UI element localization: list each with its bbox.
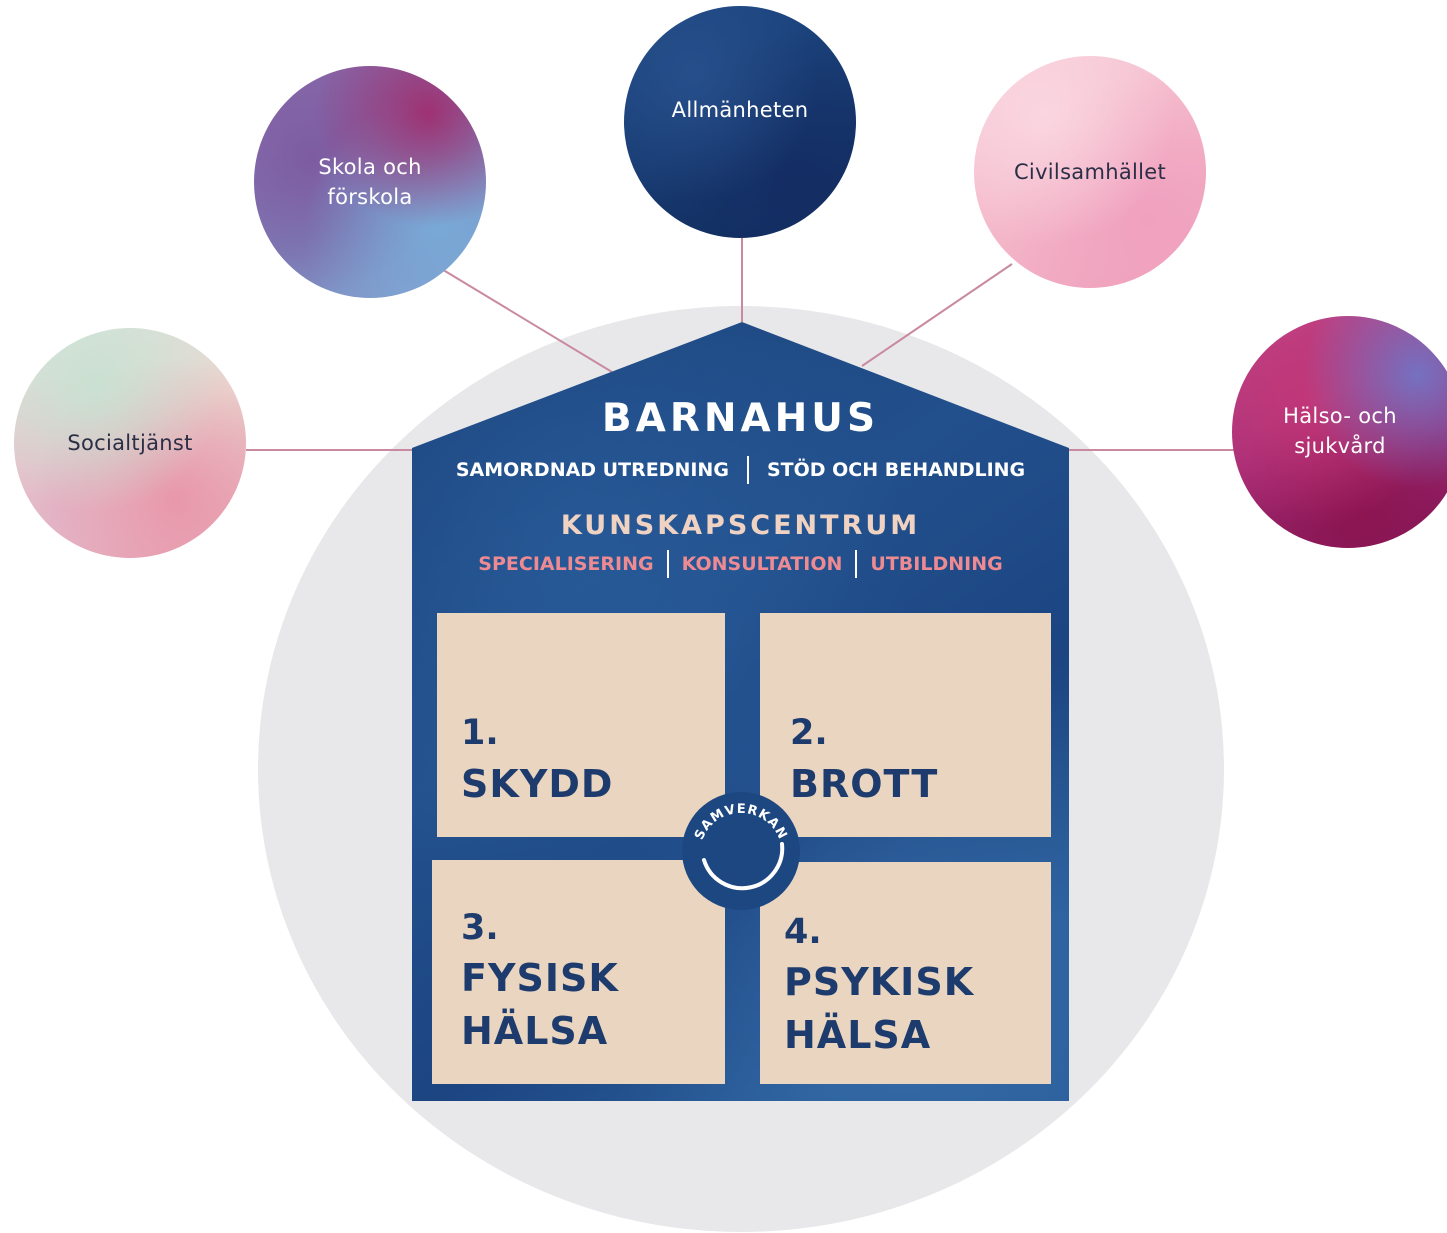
- box-label: SKYDD: [461, 762, 614, 806]
- box-skydd: 1. SKYDD: [437, 613, 725, 837]
- stakeholder-label: Civilsamhället: [1013, 160, 1167, 184]
- seal-smile-arc: [702, 842, 785, 891]
- stakeholder-label: Allmänheten: [671, 98, 809, 122]
- house-subtitle-row: SAMORDNAD UTREDNING STÖD OCH BEHANDLING: [412, 456, 1069, 484]
- stakeholder-socialtjanst: Socialtjänst: [14, 328, 246, 558]
- knowledge-items: SPECIALISERING KONSULTATION UTBILDNING: [412, 550, 1069, 578]
- stakeholder-skola: Skola och förskola: [254, 66, 486, 298]
- house-title: BARNAHUS: [601, 396, 880, 441]
- box-label: BROTT: [790, 762, 939, 806]
- box-number: 1.: [461, 713, 499, 753]
- stakeholder-halso: Hälso- och sjukvård: [1232, 316, 1447, 548]
- knowledge-title: KUNSKAPSCENTRUM: [560, 510, 921, 541]
- subtitle-right: STÖD OCH BEHANDLING: [766, 459, 1026, 481]
- knowledge-item: UTBILDNING: [870, 553, 1003, 575]
- samverkan-seal-graphic: SAMVERKAN: [692, 802, 790, 891]
- stakeholder-label: Skola och förskola: [318, 155, 422, 209]
- stakeholder-allmanheten: Allmänheten: [624, 6, 856, 238]
- box-psykisk-halsa: 4. PSYKISK HÄLSA: [760, 862, 1051, 1084]
- connector-skola: [439, 267, 613, 373]
- box-number: 2.: [790, 713, 828, 753]
- box-number: 3.: [461, 908, 499, 948]
- knowledge-item: KONSULTATION: [681, 553, 843, 575]
- subtitle-left: SAMORDNAD UTREDNING: [455, 459, 729, 481]
- samverkan-seal: SAMVERKAN: [682, 792, 800, 910]
- knowledge-item: SPECIALISERING: [478, 553, 654, 575]
- box-brott: 2. BROTT: [760, 613, 1051, 837]
- stakeholder-label: Socialtjänst: [67, 431, 193, 455]
- stakeholder-label: Hälso- och sjukvård: [1283, 404, 1397, 458]
- divider: [855, 550, 858, 578]
- box-number: 4.: [784, 912, 822, 952]
- stakeholder-civilsamhallet: Civilsamhället: [974, 56, 1206, 288]
- box-fysisk-halsa: 3. FYSISK HÄLSA: [432, 860, 725, 1084]
- box-label: FYSISK HÄLSA: [461, 956, 619, 1053]
- seal-text: SAMVERKAN: [692, 802, 789, 842]
- box-label: PSYKISK HÄLSA: [784, 960, 975, 1057]
- connector-civilsamhallet: [861, 263, 1013, 367]
- divider: [746, 456, 749, 484]
- divider: [666, 550, 669, 578]
- svg-text:SAMVERKAN: SAMVERKAN: [692, 802, 790, 842]
